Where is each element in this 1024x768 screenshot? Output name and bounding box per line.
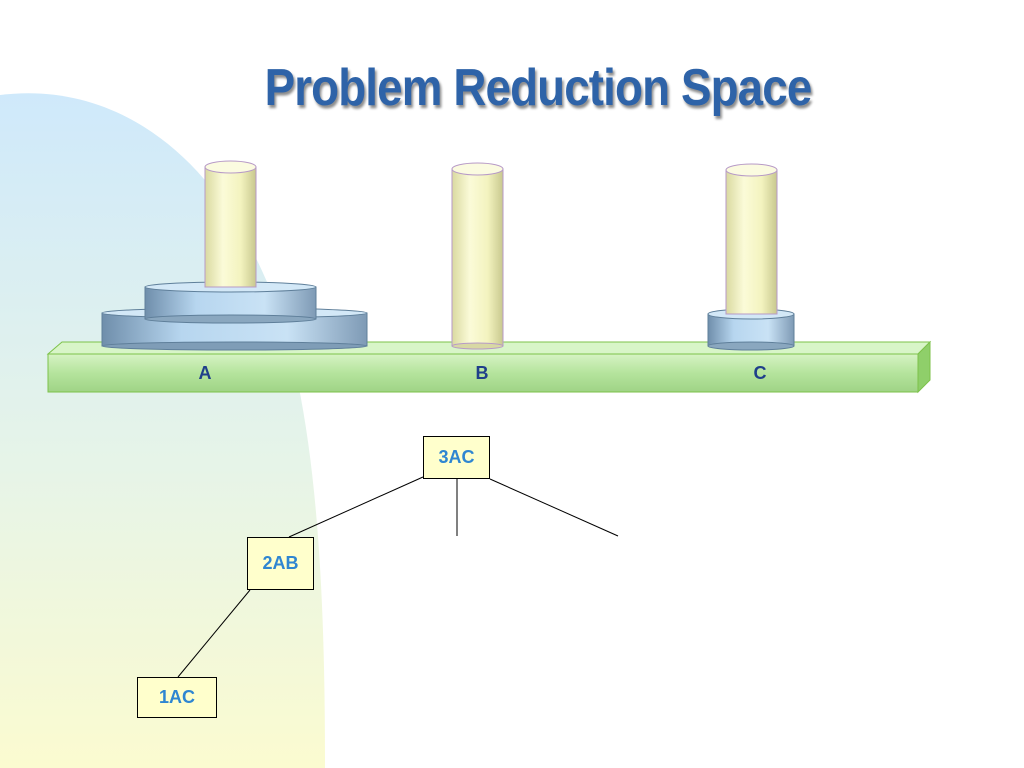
- peg-b: [452, 163, 503, 349]
- peg-a: [205, 161, 256, 287]
- edge-2ab-1ac: [178, 590, 250, 677]
- tree-edges: [178, 477, 618, 677]
- peg-label-b: B: [476, 363, 489, 383]
- peg-c: [726, 164, 777, 314]
- tree-node-1ac: 1AC: [137, 677, 217, 718]
- tree-node-3ac: 3AC: [423, 436, 490, 479]
- peg-label-a: A: [199, 363, 212, 383]
- peg-c-group: [708, 164, 794, 350]
- tree-node-2ab: 2AB: [247, 537, 314, 590]
- edge-3ac-2ab: [289, 477, 423, 537]
- disk-small: [708, 309, 794, 350]
- peg-label-c: C: [754, 363, 767, 383]
- peg-a-group: [102, 161, 367, 350]
- disk-medium: [145, 282, 316, 323]
- edge-3ac-right: [490, 479, 618, 536]
